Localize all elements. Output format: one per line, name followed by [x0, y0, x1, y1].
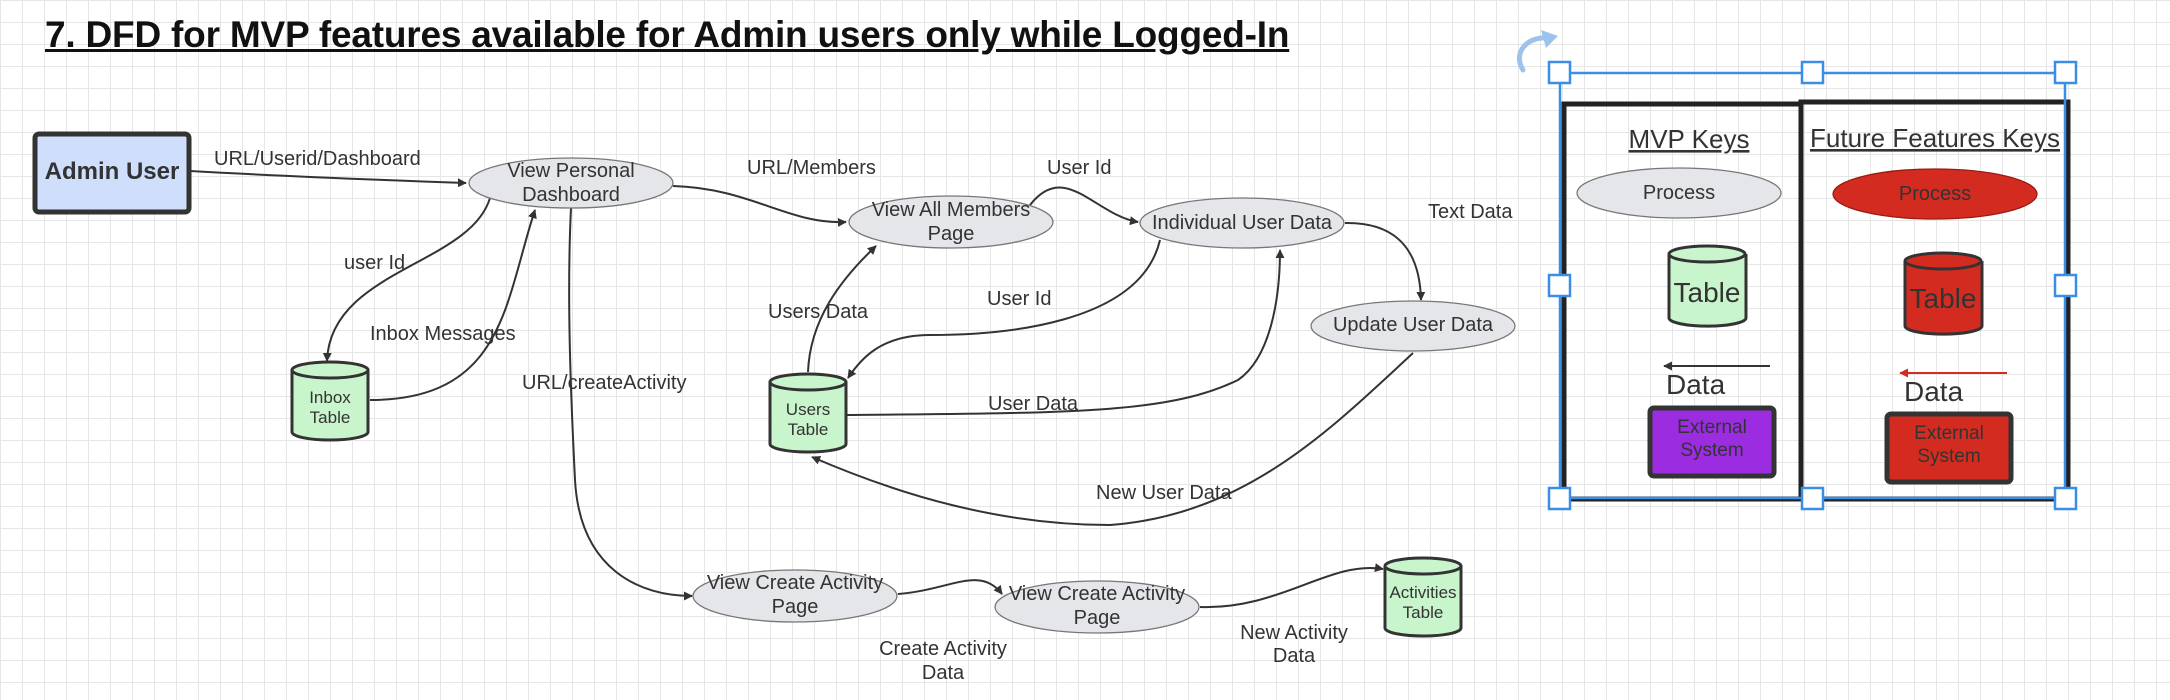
- future-key-external-line1: External: [1914, 423, 1984, 444]
- flow-users-to-members[interactable]: [807, 245, 877, 373]
- store-label-line2: Table: [788, 420, 829, 439]
- future-key-data-label: Data: [1904, 376, 1964, 407]
- mvp-key-external-line2: System: [1680, 440, 1743, 461]
- page-title: 7. DFD for MVP features available for Ad…: [45, 14, 1290, 55]
- process-label-line2: Page: [1074, 607, 1121, 629]
- flow-admin-to-dashboard[interactable]: [189, 170, 467, 188]
- flow-page-to-activities[interactable]: [1199, 563, 1384, 609]
- flow-label-user-id-top: User Id: [1047, 157, 1111, 179]
- future-key-data-flow: Data: [1899, 368, 2007, 407]
- process-view-personal-dashboard[interactable]: View Personal Dashboard: [468, 157, 674, 209]
- future-key-process-label: Process: [1899, 183, 1971, 205]
- resize-handle-bottom-right[interactable]: [2053, 486, 2078, 511]
- flow-individual-to-update[interactable]: [1344, 221, 1426, 301]
- admin-user-entity[interactable]: Admin User: [32, 131, 192, 215]
- flow-inbox-to-dashboard[interactable]: [369, 209, 537, 401]
- flow-dashboard-to-members[interactable]: [672, 185, 847, 227]
- flow-label-create-activity-data-1: Create Activity: [879, 638, 1007, 660]
- future-key-external-line2: System: [1917, 446, 1980, 467]
- process-label-line1: View Personal: [507, 160, 634, 182]
- store-label-line1: Users: [786, 400, 830, 419]
- mvp-key-external-system: External System: [1647, 405, 1777, 479]
- flow-members-to-individual[interactable]: [1029, 186, 1139, 226]
- mvp-key-data-flow: Data: [1663, 361, 1770, 400]
- flow-label-new-activity-data-2: Data: [1273, 645, 1316, 667]
- flow-individual-to-users[interactable]: [847, 239, 1161, 379]
- flow-label-users-data: Users Data: [768, 301, 869, 323]
- resize-handle-top-left[interactable]: [1547, 60, 1572, 85]
- mvp-key-table: Table: [1667, 244, 1748, 328]
- future-key-external-system: External System: [1884, 411, 2014, 485]
- process-label-line1: View Create Activity: [1009, 583, 1185, 605]
- resize-handle-top-right[interactable]: [2053, 60, 2078, 85]
- process-label: Update User Data: [1333, 314, 1494, 336]
- store-inbox-table[interactable]: Inbox Table: [290, 360, 370, 442]
- future-keys-heading: Future Features Keys: [1810, 123, 2060, 153]
- store-label-line2: Table: [310, 408, 351, 427]
- mvp-key-external-line1: External: [1677, 417, 1747, 438]
- process-individual-user-data[interactable]: Individual User Data: [1139, 197, 1345, 249]
- resize-handle-top-center[interactable]: [1800, 60, 1825, 85]
- keys-panel[interactable]: MVP Keys Process Table Data External Sys…: [1516, 30, 2078, 511]
- resize-handle-bottom-left[interactable]: [1547, 486, 1572, 511]
- resize-handle-middle-right[interactable]: [2053, 273, 2078, 298]
- store-users-table[interactable]: Users Table: [768, 372, 848, 454]
- store-label-line1: Inbox: [309, 388, 351, 407]
- flow-label-new-user-data: New User Data: [1096, 482, 1232, 504]
- resize-handle-bottom-center[interactable]: [1800, 486, 1825, 511]
- flow-label-url-create-activity: URL/createActivity: [522, 372, 687, 394]
- future-key-process: Process: [1832, 168, 2038, 220]
- store-label-line2: Table: [1403, 603, 1444, 622]
- flow-users-to-individual[interactable]: [845, 249, 1285, 416]
- mvp-key-data-label: Data: [1666, 369, 1726, 400]
- process-view-create-activity-1[interactable]: View Create Activity Page: [692, 569, 898, 623]
- flow-label-url-members: URL/Members: [747, 157, 876, 179]
- flow-label-inbox-messages: Inbox Messages: [370, 323, 516, 345]
- store-activities-table[interactable]: Activities Table: [1383, 556, 1463, 638]
- process-label: Individual User Data: [1152, 212, 1333, 234]
- future-key-table-label: Table: [1910, 283, 1977, 314]
- resize-handle-middle-left[interactable]: [1547, 273, 1572, 298]
- admin-user-label: Admin User: [45, 158, 180, 185]
- process-label-line1: View Create Activity: [707, 572, 883, 594]
- future-key-table: Table: [1903, 251, 1984, 336]
- process-label-line2: Page: [928, 223, 975, 245]
- process-label-line2: Dashboard: [522, 184, 620, 206]
- flow-label-user-id-mid: User Id: [987, 288, 1051, 310]
- mvp-key-process-label: Process: [1643, 182, 1715, 204]
- flow-create-activity-to-page[interactable]: [897, 579, 1003, 595]
- process-view-all-members[interactable]: View All Members Page: [848, 195, 1054, 249]
- flow-label-url-userid-dashboard: URL/Userid/Dashboard: [214, 148, 421, 170]
- flow-label-user-data: User Data: [988, 393, 1079, 415]
- store-label-line1: Activities: [1389, 583, 1456, 602]
- process-label-line1: View All Members: [872, 199, 1031, 221]
- flow-label-create-activity-data-2: Data: [922, 662, 965, 684]
- process-label-line2: Page: [772, 596, 819, 618]
- flow-label-new-activity-data-1: New Activity: [1240, 622, 1348, 644]
- rotate-handle-icon[interactable]: [1516, 35, 1551, 73]
- process-update-user-data[interactable]: Update User Data: [1310, 300, 1516, 352]
- flow-label-user-id-left: user Id: [344, 252, 405, 274]
- mvp-key-process: Process: [1576, 167, 1782, 219]
- mvp-keys-heading: MVP Keys: [1629, 124, 1750, 154]
- flow-dashboard-to-inbox[interactable]: [322, 197, 491, 362]
- flow-label-text-data: Text Data: [1428, 201, 1513, 223]
- flow-update-to-users[interactable]: [811, 352, 1414, 527]
- process-view-create-activity-2[interactable]: View Create Activity Page: [994, 580, 1200, 634]
- flow-dashboard-to-create-activity[interactable]: [568, 207, 693, 601]
- mvp-key-table-label: Table: [1674, 277, 1741, 308]
